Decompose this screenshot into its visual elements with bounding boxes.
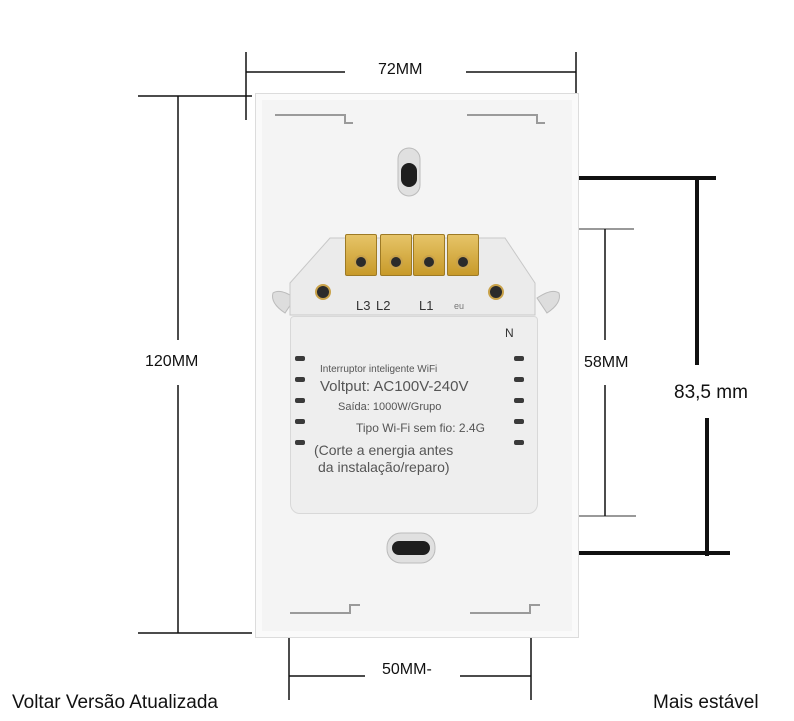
vent-right-3 — [514, 398, 524, 403]
top-mount-hole — [401, 163, 417, 187]
terminal-screw-n — [456, 255, 470, 269]
terminal-screw-l1 — [422, 255, 436, 269]
dim-label-width-top: 72MM — [374, 61, 427, 79]
vent-right-2 — [514, 377, 524, 382]
clip-bottom-left — [290, 604, 360, 614]
label-l3: L3 — [356, 298, 371, 313]
vent-right-1 — [514, 356, 524, 361]
vent-left-1 — [295, 356, 305, 361]
clip-bottom-right — [470, 604, 540, 614]
module-output: Saída: 1000W/Grupo — [338, 401, 442, 413]
label-neutral: N — [505, 326, 514, 340]
dim-label-module-height: 58MM — [580, 354, 633, 372]
clip-top-left — [275, 114, 353, 124]
label-brand-small: eu — [454, 301, 465, 311]
caption-right: Mais estável — [653, 692, 759, 713]
side-tab-right — [536, 290, 560, 314]
side-screw-right — [488, 284, 504, 300]
label-l2: L2 — [376, 298, 391, 313]
bottom-mount-hole — [392, 541, 430, 555]
side-screw-left — [315, 284, 331, 300]
vent-left-3 — [295, 398, 305, 403]
caption-left: Voltar Versão Atualizada — [12, 692, 218, 713]
dim-label-width-bottom: 50MM- — [378, 661, 436, 679]
vent-left-5 — [295, 440, 305, 445]
dim-label-height-left: 120MM — [141, 353, 203, 371]
vent-left-2 — [295, 377, 305, 382]
vent-left-4 — [295, 419, 305, 424]
vent-right-4 — [514, 419, 524, 424]
terminal-screw-l3 — [354, 255, 368, 269]
clip-top-right — [467, 114, 545, 124]
terminal-screw-l2 — [389, 255, 403, 269]
module-warning-line2: da instalação/reparo) — [318, 459, 450, 475]
vent-right-5 — [514, 440, 524, 445]
label-l1: L1 — [419, 298, 434, 313]
module-title: Interruptor inteligente WiFi — [320, 364, 438, 375]
dim-label-hole-spacing: 83,5 mm — [670, 382, 752, 404]
wifi-module-body — [290, 316, 538, 514]
module-warning-line1: (Corte a energia antes — [314, 442, 454, 458]
module-wifi-type: Tipo Wi-Fi sem fio: 2.4G — [356, 421, 485, 435]
module-voltage: Voltput: AC100V-240V — [320, 378, 469, 395]
